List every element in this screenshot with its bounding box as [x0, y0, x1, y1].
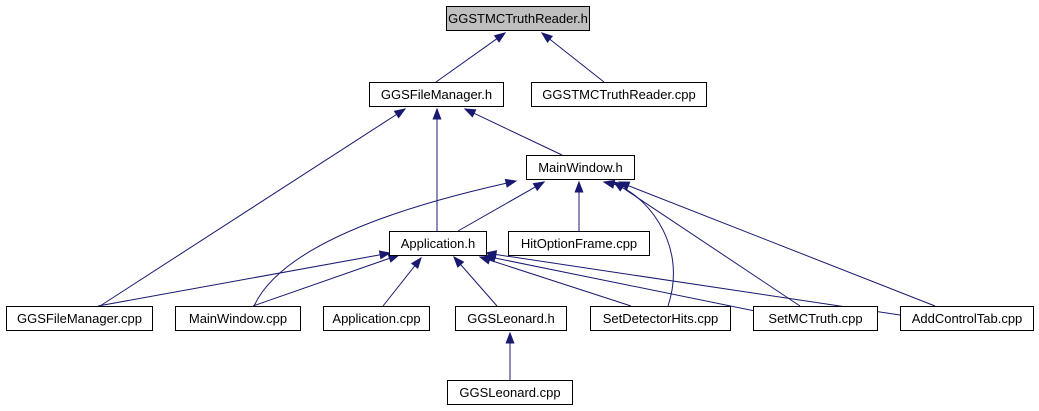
edge-line — [457, 186, 537, 232]
edge-line — [548, 38, 605, 83]
node-label: MainWindow.cpp — [189, 311, 287, 326]
arrowhead-icon — [453, 255, 465, 268]
arrowhead-icon — [540, 32, 554, 44]
node-label: SetDetectorHits.cpp — [603, 311, 719, 326]
edge-line — [382, 264, 416, 307]
node-box[interactable] — [446, 6, 590, 31]
edge-line — [472, 112, 563, 156]
edge-n1-n0 — [435, 32, 507, 83]
node-label: Application.h — [401, 236, 475, 251]
node-addcontroltab-cpp[interactable]: AddControlTab.cpp — [900, 306, 1034, 331]
edge-n3-n1 — [463, 108, 563, 156]
node-box[interactable] — [175, 306, 301, 331]
node-ggsfilemanager-h[interactable]: GGSFileManager.h — [369, 82, 504, 107]
arrowhead-icon — [504, 178, 518, 188]
node-box[interactable] — [531, 82, 707, 107]
edge-n6-n1 — [99, 108, 407, 307]
arrowhead-icon — [432, 107, 442, 120]
edge-n6-n4 — [97, 250, 392, 307]
edge-n7-n3 — [253, 178, 518, 307]
node-box[interactable] — [508, 231, 650, 256]
edge-line — [494, 253, 901, 316]
edge-line — [621, 186, 801, 307]
node-setmctruth-cpp[interactable]: SetMCTruth.cpp — [753, 306, 878, 331]
node-box[interactable] — [900, 306, 1034, 331]
node-label: AddControlTab.cpp — [912, 311, 1023, 326]
node-box[interactable] — [323, 306, 430, 331]
node-box[interactable] — [455, 306, 567, 331]
edge-n9-n4 — [453, 255, 498, 307]
edge-n2-n0 — [540, 32, 605, 83]
edge-line — [459, 263, 498, 307]
node-label: GGSTMCTruthReader.cpp — [542, 87, 695, 102]
arrowhead-icon — [410, 256, 422, 270]
edge-line — [97, 254, 382, 307]
edge-n5-n3 — [574, 180, 584, 231]
edge-line — [493, 257, 766, 314]
node-label: GGSFileManager.h — [381, 87, 492, 102]
arrowhead-icon — [463, 108, 477, 118]
node-ggsleonard-h[interactable]: GGSLeonard.h — [455, 306, 567, 331]
node-hitoptionframe-cpp[interactable]: HitOptionFrame.cpp — [508, 231, 650, 256]
edge-n8-n4 — [382, 256, 422, 307]
arrowhead-icon — [484, 250, 498, 260]
arrowhead-icon — [574, 180, 584, 193]
arrowhead-icon — [505, 331, 515, 344]
node-label: GGSFileManager.cpp — [17, 311, 142, 326]
node-label: MainWindow.h — [538, 160, 623, 175]
edge-n12-n4 — [484, 250, 901, 316]
arrowhead-icon — [393, 108, 407, 119]
edge-n7-n4 — [252, 254, 401, 307]
node-ggstmctruthreader-cpp[interactable]: GGSTMCTruthReader.cpp — [531, 82, 707, 107]
node-box[interactable] — [6, 306, 153, 331]
node-box[interactable] — [526, 155, 635, 180]
edges-layer — [97, 32, 936, 380]
node-mainwindow-h[interactable]: MainWindow.h — [526, 155, 635, 180]
arrowhead-icon — [378, 250, 392, 260]
node-box[interactable] — [753, 306, 878, 331]
arrowhead-icon — [532, 181, 546, 192]
node-label: SetMCTruth.cpp — [768, 311, 862, 326]
node-box[interactable] — [369, 82, 504, 107]
edge-n12-n3 — [617, 181, 936, 307]
node-mainwindow-cpp[interactable]: MainWindow.cpp — [175, 306, 301, 331]
edge-n4-n1 — [432, 107, 442, 231]
edge-n4-n3 — [457, 181, 546, 232]
node-box[interactable] — [389, 231, 487, 256]
node-setdetectorhits-cpp[interactable]: SetDetectorHits.cpp — [590, 306, 731, 331]
node-ggstmctruthreader-h[interactable]: GGSTMCTruthReader.h — [446, 6, 590, 31]
node-ggsfilemanager-cpp[interactable]: GGSFileManager.cpp — [6, 306, 153, 331]
node-box[interactable] — [590, 306, 731, 331]
node-label: GGSLeonard.h — [467, 311, 554, 326]
edge-line — [99, 113, 398, 307]
edge-line — [435, 37, 498, 83]
node-label: GGSLeonard.cpp — [459, 385, 560, 400]
arrowhead-icon — [602, 179, 616, 189]
arrowhead-icon — [617, 181, 631, 191]
edge-line — [488, 259, 632, 307]
edge-line — [253, 182, 508, 307]
node-ggsleonard-cpp[interactable]: GGSLeonard.cpp — [447, 380, 573, 405]
edge-line — [252, 257, 391, 307]
node-application-cpp[interactable]: Application.cpp — [323, 306, 430, 331]
node-label: GGSTMCTruthReader.h — [448, 11, 588, 26]
arrowhead-icon — [493, 32, 507, 43]
node-label: HitOptionFrame.cpp — [521, 236, 637, 251]
node-application-h[interactable]: Application.h — [389, 231, 487, 256]
edge-n13-n9 — [505, 331, 515, 380]
edge-line — [627, 184, 936, 307]
node-box[interactable] — [447, 380, 573, 405]
node-label: Application.cpp — [332, 311, 420, 326]
